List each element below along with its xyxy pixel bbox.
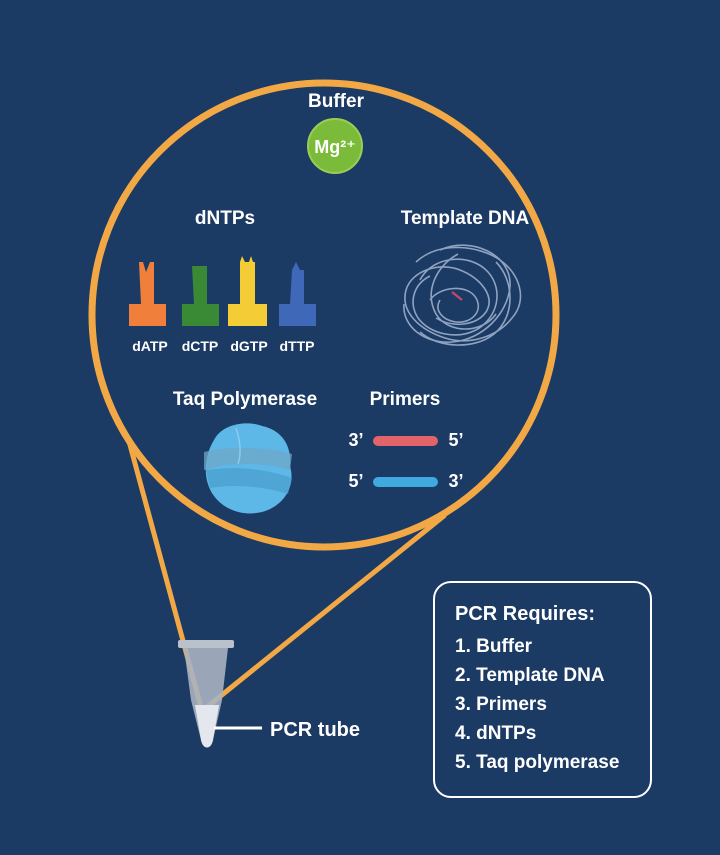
dgtp-label: dGTP bbox=[230, 338, 267, 354]
requirement-taq-polymerase: 5. Taq polymerase bbox=[455, 752, 620, 773]
dttp-icon bbox=[279, 262, 316, 326]
magnifier-circle bbox=[88, 79, 560, 551]
primer-top-bar bbox=[373, 436, 438, 446]
primer-bottom-left-label: 5’ bbox=[348, 471, 363, 491]
primer-bottom-bar bbox=[373, 477, 438, 487]
primers-title: Primers bbox=[370, 389, 441, 410]
datp-icon bbox=[129, 262, 166, 326]
dttp-label: dTTP bbox=[280, 338, 315, 354]
primer-top-right-label: 5’ bbox=[448, 430, 463, 450]
dgtp-icon bbox=[228, 256, 267, 326]
pcr-tube-icon bbox=[178, 640, 262, 748]
mg-ion-icon bbox=[307, 118, 363, 174]
dctp-label: dCTP bbox=[182, 338, 219, 354]
pcr-tube-label: PCR tube bbox=[270, 719, 360, 741]
requirement-dntps: 4. dNTPs bbox=[455, 723, 537, 744]
dntps-title: dNTPs bbox=[195, 208, 255, 229]
requirements-title: PCR Requires: bbox=[455, 603, 596, 625]
requirement-primers: 3. Primers bbox=[455, 694, 547, 715]
requirements-list: 1. Buffer 2. Template DNA 3. Primers 4. … bbox=[455, 632, 650, 777]
mg-ion-label: Mg²⁺ bbox=[314, 137, 355, 157]
requirement-buffer: 1. Buffer bbox=[455, 636, 533, 657]
taq-polymerase-icon bbox=[204, 423, 292, 514]
primer-bottom-right-label: 3’ bbox=[448, 471, 463, 491]
dctp-icon bbox=[182, 266, 219, 326]
primer-top-left-label: 3’ bbox=[348, 430, 363, 450]
buffer-title: Buffer bbox=[308, 91, 365, 112]
taq-polymerase-title: Taq Polymerase bbox=[173, 389, 317, 410]
pcr-requirements-box: PCR Requires: 1. Buffer 2. Template DNA … bbox=[433, 581, 652, 798]
template-dna-tangle-icon bbox=[403, 244, 522, 346]
template-dna-title: Template DNA bbox=[401, 208, 530, 229]
dntp-shapes bbox=[129, 256, 316, 326]
datp-label: dATP bbox=[132, 338, 168, 354]
requirement-template-dna: 2. Template DNA bbox=[455, 665, 605, 686]
